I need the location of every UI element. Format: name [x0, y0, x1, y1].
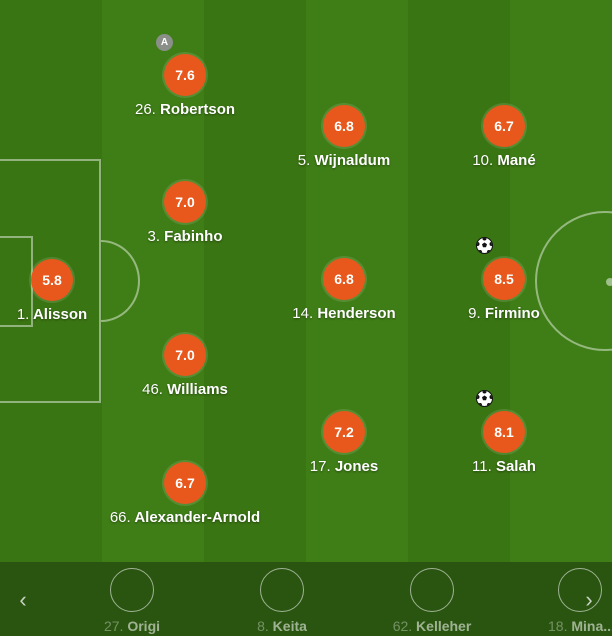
football-icon: [476, 390, 493, 407]
substitute-kelleher[interactable]: 62. Kelleher: [372, 568, 492, 634]
player-firmino[interactable]: 8.5 9. Firmino: [414, 258, 594, 322]
player-name: 26. Robertson: [134, 101, 236, 118]
player-name: 66. Alexander-Arnold: [109, 509, 261, 526]
chevron-left-icon[interactable]: ‹: [19, 587, 27, 612]
player-rating: 7.6: [164, 54, 206, 96]
player-rating: 5.8: [31, 259, 73, 301]
player-name: 17. Jones: [309, 458, 379, 475]
player-name: 10. Mané: [472, 152, 536, 169]
player-rating: 7.0: [164, 334, 206, 376]
substitute-mina[interactable]: 18. Mina...: [548, 568, 612, 634]
substitute-name: 8. Keita: [257, 618, 307, 634]
player-henderson[interactable]: 6.8 14. Henderson: [254, 258, 434, 322]
player-name: 9. Firmino: [468, 305, 540, 322]
player-rating: 7.0: [164, 181, 206, 223]
player-rating: 6.8: [323, 105, 365, 147]
player-rating: 7.2: [323, 411, 365, 453]
substitute-avatar: [410, 568, 454, 612]
player-name: 46. Williams: [142, 381, 228, 398]
substitute-keita[interactable]: 8. Keita: [222, 568, 342, 634]
substitute-name: 18. Mina...: [548, 618, 612, 634]
substitutes-bar: [0, 562, 612, 636]
substitute-avatar: [260, 568, 304, 612]
player-salah[interactable]: 8.1 11. Salah: [414, 411, 594, 475]
substitute-name: 62. Kelleher: [392, 618, 472, 634]
player-fabinho[interactable]: 7.0 3. Fabinho: [95, 181, 275, 245]
player-name: 5. Wijnaldum: [297, 152, 391, 169]
player-mane[interactable]: 6.7 10. Mané: [414, 105, 594, 169]
player-jones[interactable]: 7.2 17. Jones: [254, 411, 434, 475]
player-alisson[interactable]: 5.8 1. Alisson: [0, 259, 142, 323]
center-spot: [606, 278, 612, 286]
player-rating: 8.5: [483, 258, 525, 300]
player-rating: 6.8: [323, 258, 365, 300]
player-wijnaldum[interactable]: 6.8 5. Wijnaldum: [254, 105, 434, 169]
substitute-avatar: [558, 568, 602, 612]
captain-badge: A: [156, 34, 173, 51]
player-alexander-arnold[interactable]: 6.7 66. Alexander-Arnold: [95, 462, 275, 526]
player-robertson[interactable]: 7.6 26. Robertson: [95, 54, 275, 118]
player-name: 14. Henderson: [292, 305, 396, 322]
player-rating: 6.7: [483, 105, 525, 147]
football-icon: [476, 237, 493, 254]
player-rating: 6.7: [164, 462, 206, 504]
player-name: 1. Alisson: [16, 306, 88, 323]
substitute-avatar: [110, 568, 154, 612]
pitch: 5.8 1. Alisson A 7.6 26. Robertson 7.0 3…: [0, 0, 612, 562]
penalty-box: [0, 159, 101, 403]
substitute-origi[interactable]: 27. Origi: [72, 568, 192, 634]
substitute-name: 27. Origi: [103, 618, 161, 634]
player-rating: 8.1: [483, 411, 525, 453]
player-name: 3. Fabinho: [147, 228, 223, 245]
player-name: 11. Salah: [472, 458, 536, 475]
player-williams[interactable]: 7.0 46. Williams: [95, 334, 275, 398]
